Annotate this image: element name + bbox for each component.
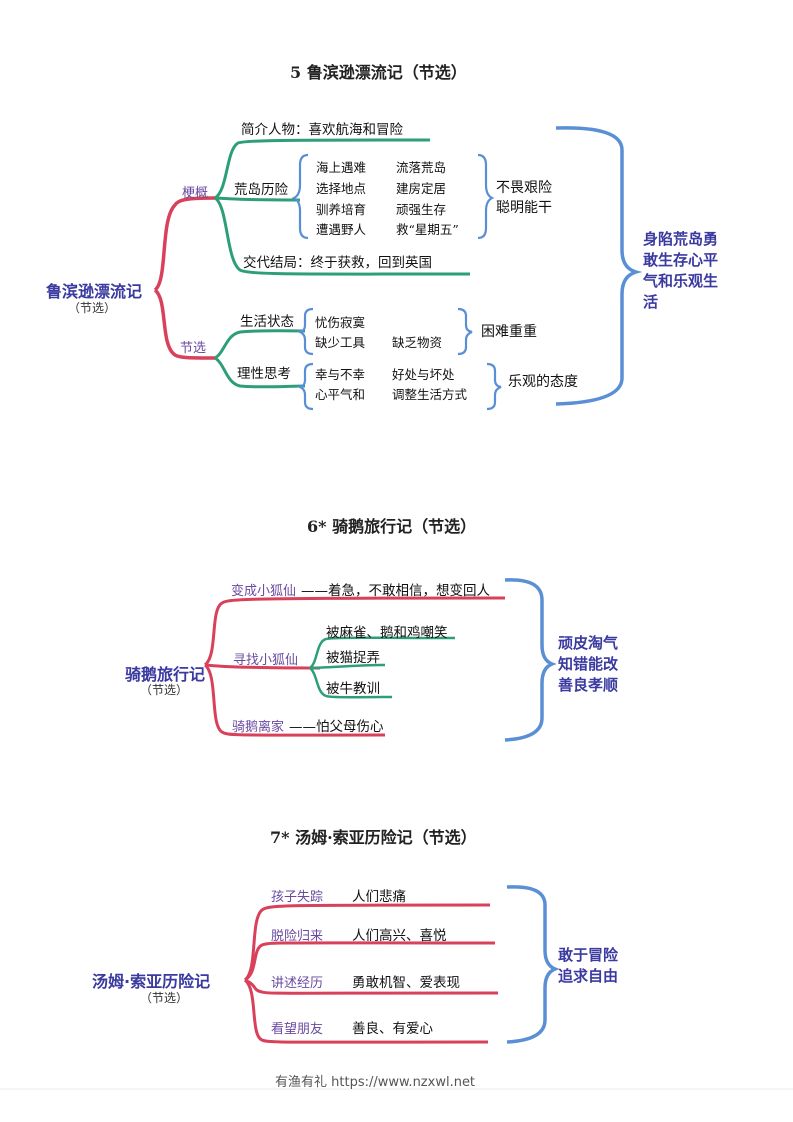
huangdao-item: 顽强生存	[396, 202, 447, 217]
section7-summary: 敢于冒险追求自由	[558, 946, 619, 985]
line-shenghuo	[214, 329, 306, 360]
shenghuo-summary: 困难重重	[481, 324, 537, 340]
section6-root: 骑鹅旅行记	[125, 665, 206, 684]
branch-text: 善良、有爱心	[352, 1021, 433, 1037]
branch-label: 脱险归来	[271, 929, 324, 944]
line-huangdao	[214, 196, 301, 202]
b2-label: 寻找小狐仙	[233, 653, 299, 668]
huangdao-label: 荒岛历险	[234, 182, 288, 198]
huangdao-item: 建房定居	[396, 181, 447, 196]
huangdao-item: 救“星期五”	[396, 222, 459, 237]
jiaodai-label: 交代结局：终于获救，回到英国	[243, 255, 432, 271]
section5-title: 5 鲁滨逊漂流记（节选）	[290, 63, 467, 82]
branch-label: 孩子失踪	[271, 890, 324, 905]
b3-text: ——怕父母伤心	[289, 719, 384, 735]
branch-label: 讲述经历	[271, 976, 324, 991]
branch-line-gengai	[153, 196, 216, 292]
b2-item: 被麻雀、鹅和鸡嘲笑	[326, 625, 448, 641]
lixing-summary: 乐观的态度	[508, 374, 578, 390]
shenghuo-label: 生活状态	[240, 314, 294, 330]
line-jianjie	[213, 138, 431, 200]
line-b1	[203, 596, 506, 667]
huangdao-summary: 聪明能干	[496, 200, 552, 216]
line-jiaodai	[213, 196, 471, 276]
huangdao-item: 驯养培育	[316, 202, 367, 217]
lixing-item: 心平气和	[315, 387, 366, 402]
section5-root-sub: （节选）	[68, 301, 117, 315]
section6-summary: 顽皮淘气知错能改善良孝顺	[558, 634, 619, 694]
shenghuo-item: 忧伤寂寞	[315, 315, 366, 330]
jianjie-label: 简介人物：喜欢航海和冒险	[241, 122, 403, 138]
shenghuo-item: 缺少工具	[315, 335, 366, 350]
b3-label: 骑鹅离家	[232, 720, 285, 735]
lixing-item: 好处与坏处	[392, 367, 455, 382]
section7-root-sub: （节选）	[140, 991, 189, 1005]
section7-root: 汤姆·索亚历险记	[92, 972, 211, 991]
branch-text: 人们悲痛	[352, 889, 406, 905]
section5-root: 鲁滨逊漂流记	[46, 282, 143, 301]
section6-root-sub: （节选）	[140, 683, 189, 697]
section5-summary: 身陷荒岛勇敢生存心平气和乐观生活	[643, 230, 719, 311]
huangdao-item: 流落荒岛	[396, 160, 447, 175]
b1-text: ——着急，不敢相信，想变回人	[301, 583, 490, 599]
lixing-label: 理性思考	[237, 366, 291, 382]
section7-title: 7* 汤姆·索亚历险记（节选）	[270, 828, 477, 847]
branch-line-jiexuan	[153, 288, 216, 360]
lixing-item: 调整生活方式	[392, 387, 468, 402]
line-lixing	[214, 356, 306, 389]
b2-item: 被牛教训	[326, 681, 380, 697]
huangdao-item: 海上遇难	[316, 160, 367, 175]
huangdao-item: 选择地点	[316, 181, 367, 196]
line-b3	[203, 663, 386, 737]
huangdao-summary: 不畏艰险	[496, 180, 552, 196]
lixing-item: 幸与不幸	[315, 367, 366, 382]
huangdao-item: 遭遇野人	[316, 222, 367, 237]
branch-gengai: 梗概	[182, 186, 209, 201]
branch-text: 勇敢机智、爱表现	[352, 975, 460, 991]
branch-jiexuan: 节选	[180, 341, 207, 356]
branch-label: 看望朋友	[271, 1022, 324, 1037]
footer-watermark[interactable]: 有渔有礼 https://www.nzxwl.net	[275, 1075, 476, 1090]
section6-title: 6* 骑鹅旅行记（节选）	[307, 517, 477, 536]
b2-item: 被猫捉弄	[326, 650, 380, 666]
shenghuo-item: 缺乏物资	[392, 335, 443, 350]
branch-text: 人们高兴、喜悦	[352, 928, 447, 944]
b1-label: 变成小狐仙	[231, 584, 297, 599]
